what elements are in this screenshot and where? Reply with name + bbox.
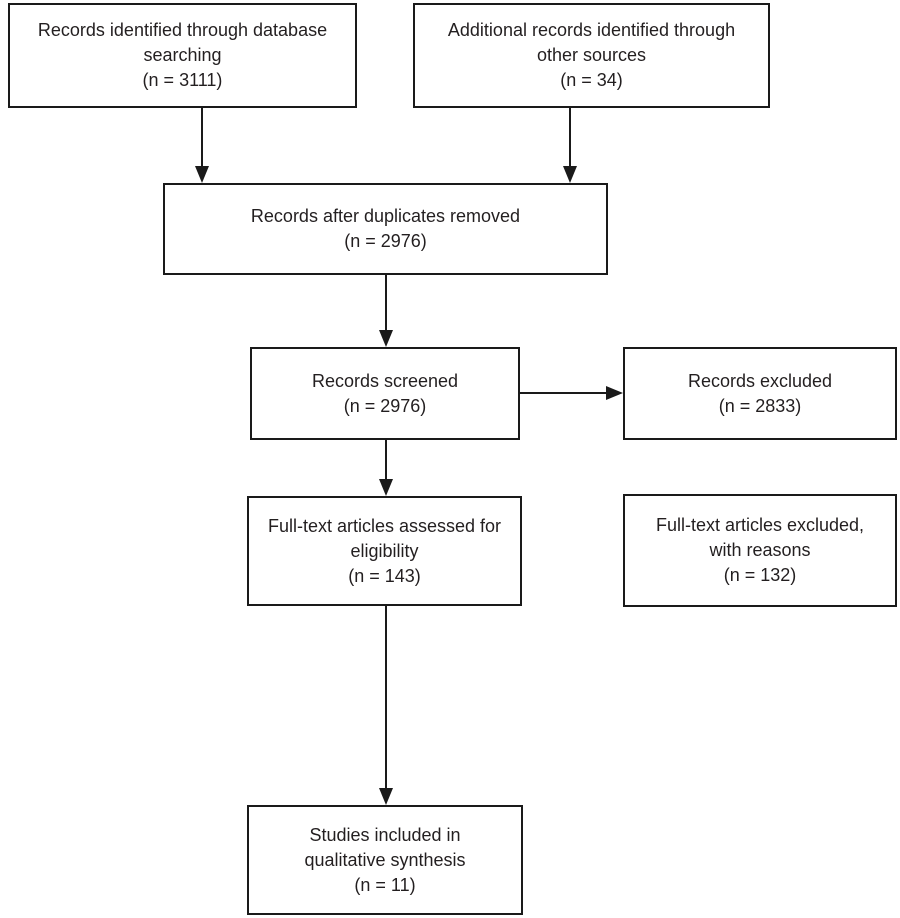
arrow-fulltext-to-included: [379, 606, 393, 805]
arrow-identified-to-duplicates: [195, 108, 209, 183]
box-text-line: Records screened: [311, 370, 459, 391]
box-text-line: Additional records identified through: [447, 20, 736, 40]
box-text-line: searching: [143, 45, 222, 65]
box-text-line: qualitative synthesis: [304, 849, 466, 870]
box-text-line: other sources: [536, 45, 647, 65]
arrow-additional-to-duplicates: [563, 108, 577, 183]
arrow-screened-to-excluded: [520, 386, 623, 400]
box-count-line: (n = 132): [723, 565, 797, 585]
box-count-line: (n = 11): [354, 874, 416, 895]
box-text-line: Full-text articles assessed for: [267, 515, 502, 536]
box-records-identified: Records identified through database sear…: [8, 3, 357, 108]
box-count-line: (n = 2976): [344, 231, 427, 251]
box-studies-included: Studies included in qualitative synthesi…: [247, 805, 523, 915]
box-duplicates-removed: Records after duplicates removed (n = 29…: [163, 183, 608, 275]
box-text-line: Studies included in: [309, 824, 461, 845]
box-count-line: (n = 2833): [718, 395, 802, 416]
box-count-line: (n = 34): [560, 70, 623, 90]
box-count-line: (n = 143): [348, 565, 421, 586]
box-text-line: Records excluded: [687, 370, 833, 391]
box-count-line: (n = 3111): [142, 70, 223, 90]
box-fulltext-excluded: Full-text articles excluded, with reason…: [623, 494, 897, 607]
box-text-line: with reasons: [709, 540, 811, 560]
box-text-line: Records after duplicates removed: [250, 206, 521, 226]
box-fulltext-assessed: Full-text articles assessed for eligibil…: [247, 496, 522, 606]
box-records-excluded: Records excluded (n = 2833): [623, 347, 897, 440]
box-count-line: (n = 2976): [343, 395, 427, 416]
box-records-screened: Records screened (n = 2976): [250, 347, 520, 440]
arrow-screened-to-fulltext: [379, 440, 393, 496]
arrow-duplicates-to-screened: [379, 275, 393, 347]
box-additional-records: Additional records identified through ot…: [413, 3, 770, 108]
box-text-line: Full-text articles excluded,: [655, 515, 865, 535]
box-text-line: Records identified through database: [37, 20, 328, 40]
box-text-line: eligibility: [350, 540, 419, 561]
